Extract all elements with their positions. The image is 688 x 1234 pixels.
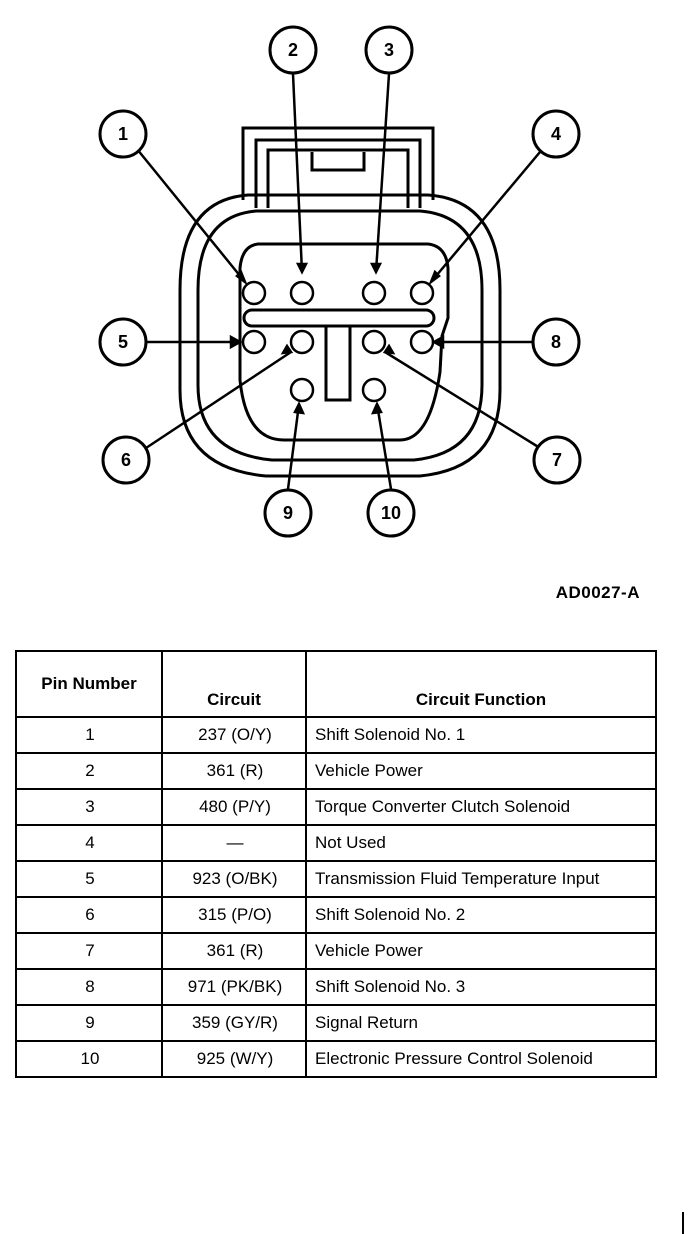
socket-1 [241,280,267,306]
pin-cell: 9 [15,1004,163,1042]
function-cell: Vehicle Power [305,932,657,970]
function-cell: Signal Return [305,1004,657,1042]
socket-4 [409,280,435,306]
function-cell: Shift Solenoid No. 3 [305,968,657,1006]
pin-function-table: Pin Number Circuit Circuit Function 1 23… [15,650,657,1078]
callout-6: 6 [121,450,131,470]
callout-labels: 1 2 3 4 5 6 7 8 9 10 [118,40,562,523]
callouts [98,25,582,538]
function-cell: Not Used [305,824,657,862]
socket-2 [289,280,315,306]
function-cell: Vehicle Power [305,752,657,790]
function-cell: Torque Converter Clutch Solenoid [305,788,657,826]
callout-7: 7 [552,450,562,470]
table-row: 1 237 (O/Y) Shift Solenoid No. 1 [15,716,657,754]
function-cell: Shift Solenoid No. 2 [305,896,657,934]
callout-1: 1 [118,124,128,144]
pin-cell: 8 [15,968,163,1006]
circuit-cell: 971 (PK/BK) [161,968,307,1006]
pin-cell: 6 [15,896,163,934]
header-pin-number: Pin Number [15,650,163,718]
pin-cell: 5 [15,860,163,898]
function-cell: Transmission Fluid Temperature Input [305,860,657,898]
circuit-cell: 480 (P/Y) [161,788,307,826]
pin-cell: 10 [15,1040,163,1078]
socket-6 [289,329,315,355]
connector-latch [241,126,435,208]
circuit-cell: 237 (O/Y) [161,716,307,754]
circuit-cell: 315 (P/O) [161,896,307,934]
circuit-cell: 923 (O/BK) [161,860,307,898]
socket-9 [289,377,315,403]
pin-cell: 1 [15,716,163,754]
socket-5 [241,329,267,355]
connector-housing [178,193,502,478]
pin-cell: 4 [15,824,163,862]
socket-7 [361,329,387,355]
socket-3 [361,280,387,306]
pin-cell: 3 [15,788,163,826]
pin-cell: 7 [15,932,163,970]
leader-lines [136,73,541,490]
table-row: 7 361 (R) Vehicle Power [15,932,657,970]
connector-diagram: 1 2 3 4 5 6 7 8 9 10 [98,25,582,538]
socket-8 [409,329,435,355]
function-cell: Electronic Pressure Control Solenoid [305,1040,657,1078]
callout-9: 9 [283,503,293,523]
socket-10 [361,377,387,403]
callout-10: 10 [381,503,401,523]
circuit-cell: 361 (R) [161,932,307,970]
table-row: 3 480 (P/Y) Torque Converter Clutch Sole… [15,788,657,826]
table-row: 9 359 (GY/R) Signal Return [15,1004,657,1042]
table-row: 8 971 (PK/BK) Shift Solenoid No. 3 [15,968,657,1006]
table-row: 10 925 (W/Y) Electronic Pressure Control… [15,1040,657,1078]
figure-code: AD0027-A [555,583,640,602]
table-row: 4 — Not Used [15,824,657,862]
table-row: 2 361 (R) Vehicle Power [15,752,657,790]
pin-cell: 2 [15,752,163,790]
callout-5: 5 [118,332,128,352]
table-row: 6 315 (P/O) Shift Solenoid No. 2 [15,896,657,934]
header-circuit-function: Circuit Function [305,650,657,718]
callout-8: 8 [551,332,561,352]
circuit-cell: 359 (GY/R) [161,1004,307,1042]
callout-3: 3 [384,40,394,60]
table-row: 5 923 (O/BK) Transmission Fluid Temperat… [15,860,657,898]
circuit-cell: 925 (W/Y) [161,1040,307,1078]
callout-4: 4 [551,124,561,144]
table-header-row: Pin Number Circuit Circuit Function [15,650,657,718]
function-cell: Shift Solenoid No. 1 [305,716,657,754]
circuit-cell: 361 (R) [161,752,307,790]
margin-mark [682,1212,684,1234]
circuit-cell: — [161,824,307,862]
header-circuit: Circuit [161,650,307,718]
pin-sockets [241,280,435,403]
callout-2: 2 [288,40,298,60]
